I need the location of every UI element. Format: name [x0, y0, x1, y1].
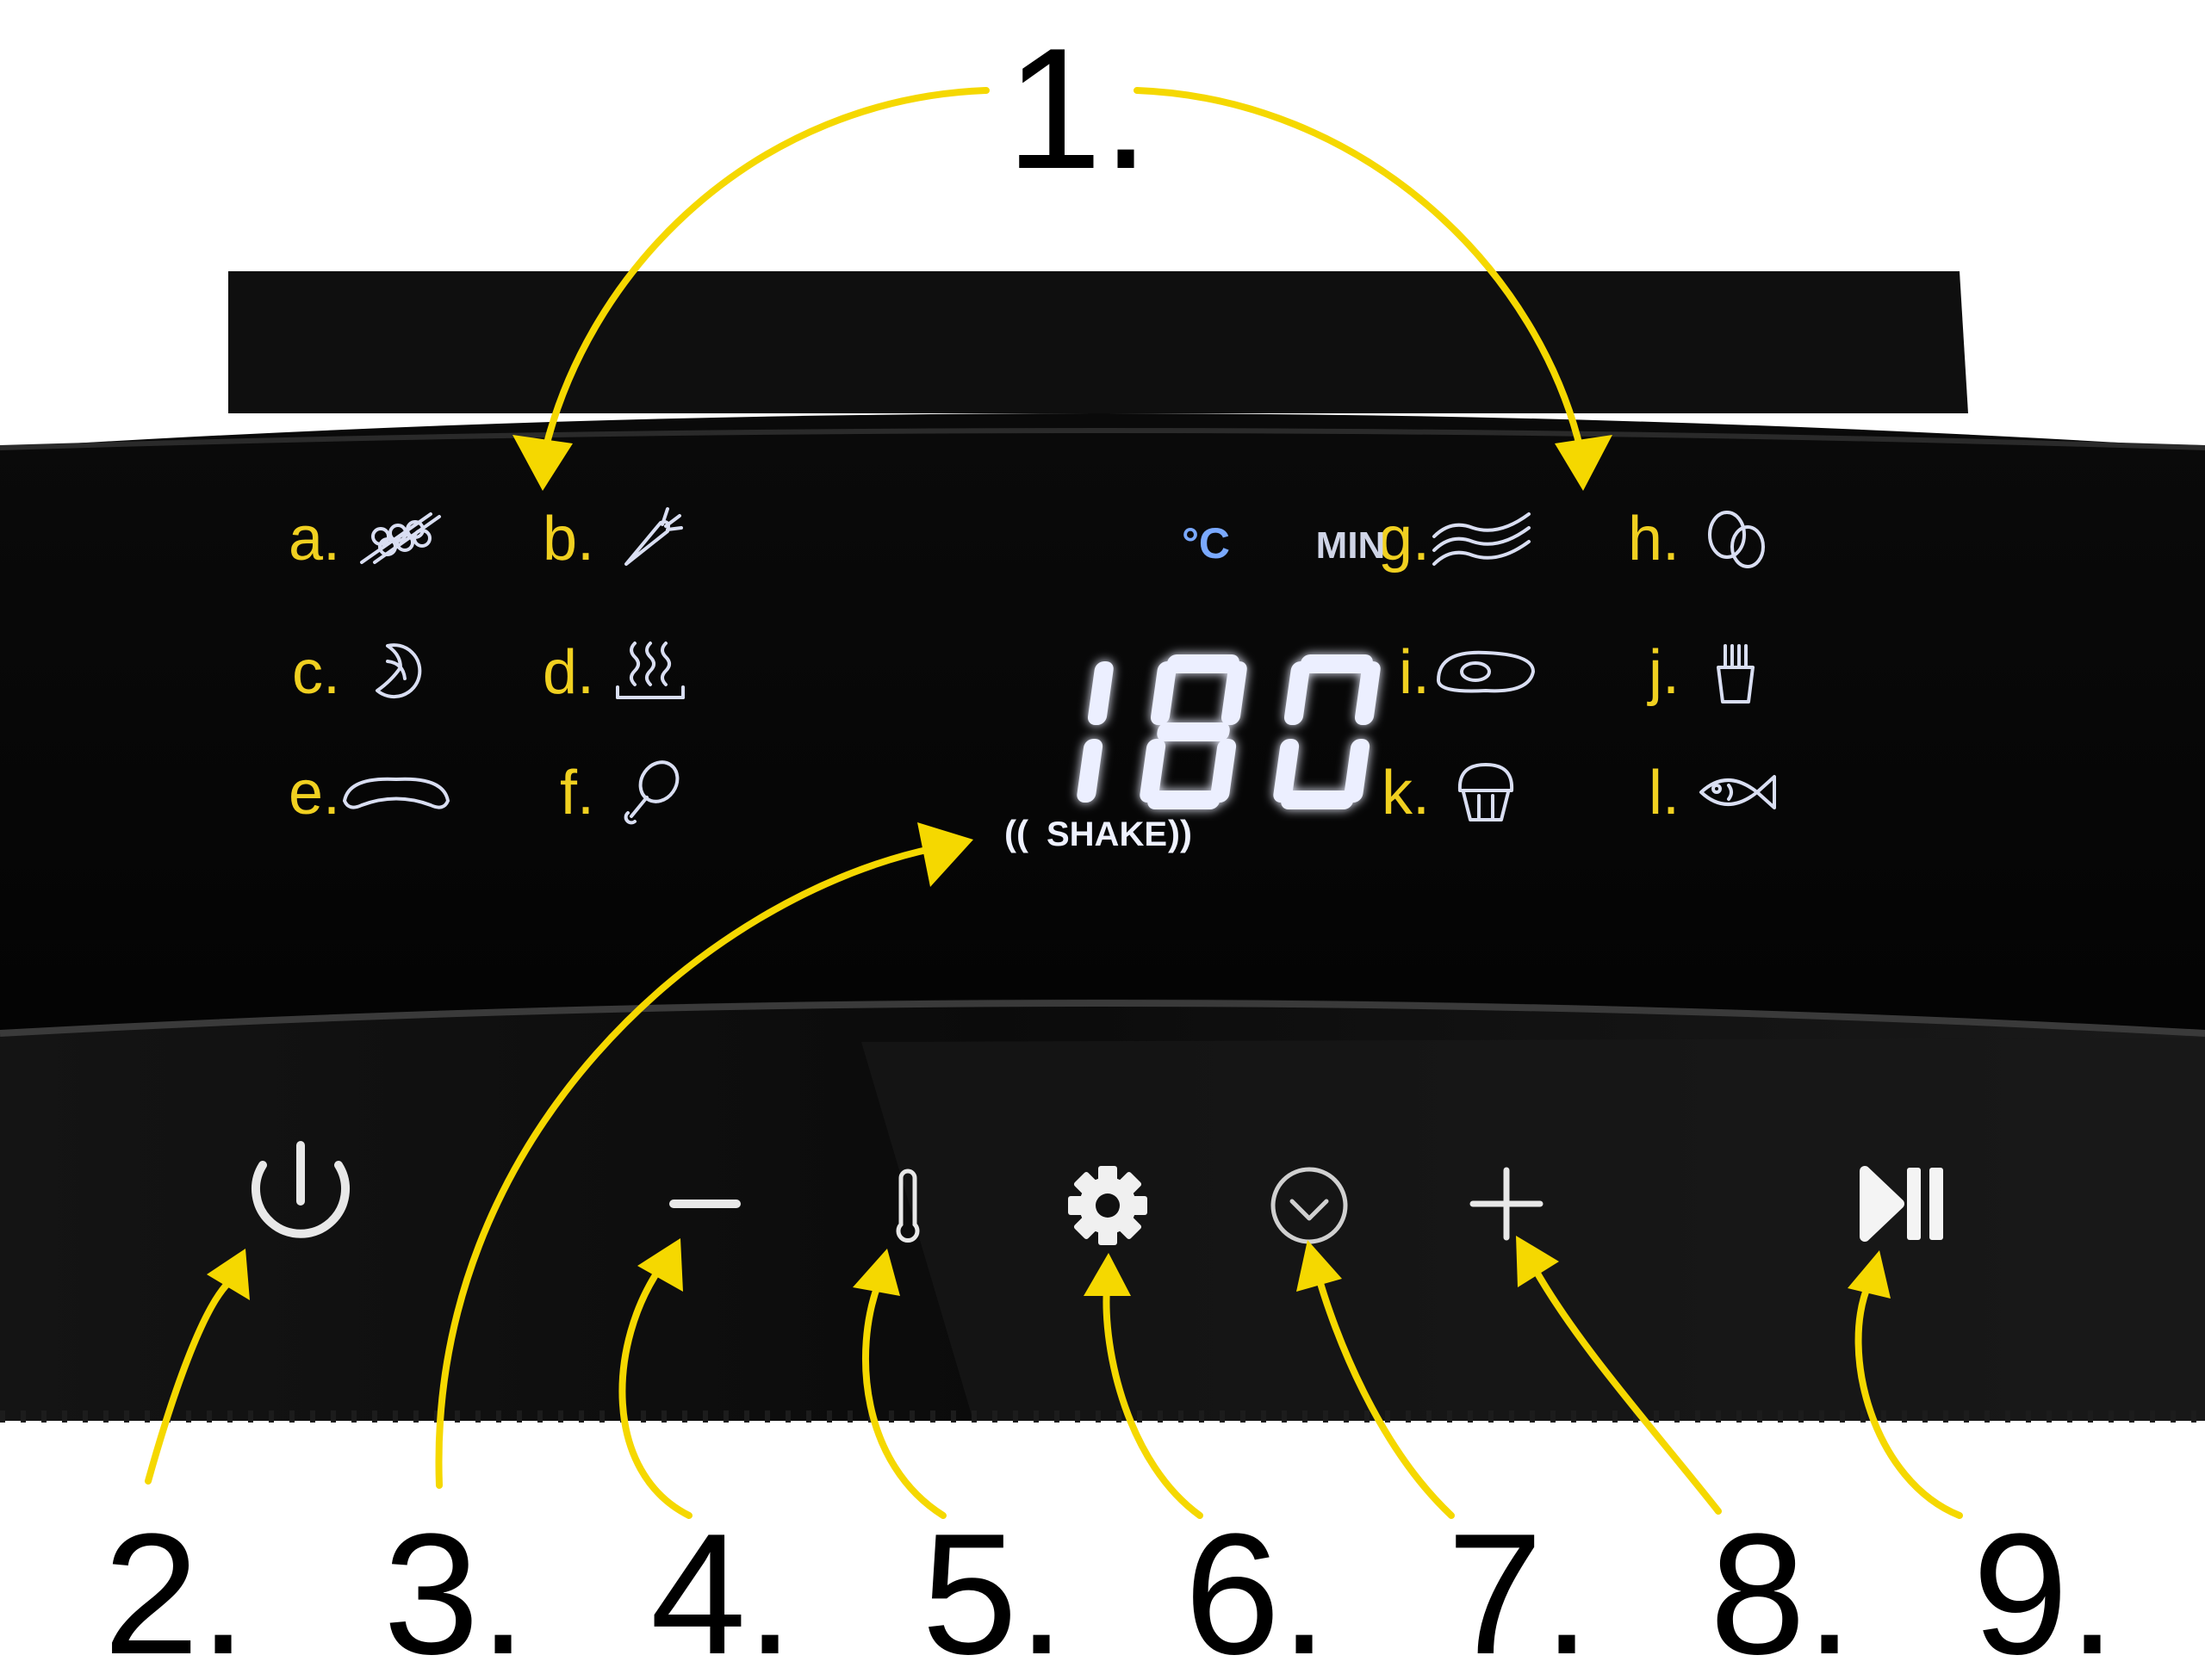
- plus-button[interactable]: [1469, 1167, 1544, 1241]
- plus-icon: [1469, 1167, 1544, 1241]
- preset-fish[interactable]: l.: [1649, 759, 1776, 828]
- segment-a: [1166, 654, 1239, 673]
- shake-indicator-bracket-left: ((: [1004, 813, 1028, 853]
- keep-warm-icon: [616, 642, 685, 699]
- fries-icon: [1717, 644, 1755, 704]
- preset-letter: h.: [1628, 505, 1680, 573]
- segment-f: [1150, 661, 1177, 725]
- preset-letter: a.: [289, 505, 340, 573]
- segment-a: [1300, 654, 1373, 673]
- preset-letter: k.: [1382, 759, 1430, 828]
- digit-1: [1140, 654, 1247, 809]
- temperature-button[interactable]: [896, 1169, 920, 1243]
- segment-e: [1140, 739, 1166, 803]
- segment-c: [1210, 739, 1237, 803]
- callout-5: 5.: [922, 1498, 1065, 1680]
- segment-d: [1147, 790, 1221, 809]
- segment-d: [1281, 790, 1354, 809]
- callout-8: 8.: [1710, 1498, 1854, 1680]
- preset-steak[interactable]: i.: [1399, 638, 1535, 707]
- preset-letter: c.: [292, 638, 340, 707]
- start-pause-button[interactable]: [1860, 1166, 1943, 1242]
- callout-4: 4.: [650, 1498, 794, 1680]
- preset-shrimp[interactable]: c.: [292, 638, 422, 707]
- preset-letter: d.: [543, 638, 594, 707]
- drumstick-icon: [624, 760, 680, 825]
- preset-letter: e.: [289, 759, 340, 828]
- digit-2: [1273, 654, 1381, 809]
- segment-g: [1157, 722, 1230, 741]
- sausage-icon: [343, 777, 450, 809]
- shake-indicator-bracket-right: )): [1168, 813, 1192, 853]
- play-pause-icon: [1860, 1166, 1943, 1242]
- segment-c: [1077, 739, 1103, 803]
- preset-letter: l.: [1649, 759, 1680, 828]
- callout-3: 3.: [383, 1498, 527, 1680]
- clock-icon: [1270, 1167, 1348, 1244]
- carrot-icon: [624, 507, 683, 566]
- preset-bacon[interactable]: g.: [1378, 505, 1531, 573]
- callout-labels: 1. 2. 3. 4. 5. 6. 7. 8. 9.: [103, 13, 2116, 1680]
- timer-button[interactable]: [1270, 1167, 1348, 1244]
- callout-2: 2.: [103, 1498, 247, 1680]
- celsius-label: °C: [1182, 519, 1230, 567]
- minutes-label: MIN: [1316, 524, 1386, 567]
- preset-eggs[interactable]: h.: [1628, 505, 1765, 573]
- control-buttons: [252, 1141, 1943, 1245]
- callout-7: 7.: [1447, 1498, 1591, 1680]
- fish-icon: [1699, 775, 1776, 809]
- settings-button[interactable]: [1068, 1166, 1147, 1245]
- thermometer-icon: [896, 1169, 920, 1243]
- segment-f: [1283, 661, 1310, 725]
- callout-1: 1.: [1006, 13, 1150, 205]
- preset-letter: b.: [543, 505, 594, 573]
- segment-b: [1221, 661, 1247, 725]
- preset-menu: a. b. c. d. e. f. g. h. i. j. k. l.: [289, 505, 1776, 828]
- muffin-icon: [1457, 763, 1514, 821]
- preset-carrot[interactable]: b.: [543, 505, 683, 573]
- steak-icon: [1437, 650, 1535, 693]
- callout-9: 9.: [1972, 1498, 2116, 1680]
- segment-c: [1344, 739, 1370, 803]
- bacon-icon: [1432, 512, 1531, 566]
- skewer-icon: [360, 512, 441, 564]
- segment-b: [1087, 661, 1114, 725]
- gear-icon: [1068, 1166, 1147, 1245]
- annotation-arrows: [145, 87, 1963, 1519]
- preset-letter: f.: [560, 759, 594, 828]
- power-button[interactable]: [252, 1141, 350, 1238]
- preset-sausage[interactable]: e.: [289, 759, 450, 828]
- preset-letter: i.: [1399, 638, 1430, 707]
- segment-b: [1354, 661, 1381, 725]
- digit-0: [1077, 661, 1114, 803]
- preset-muffin[interactable]: k.: [1382, 759, 1514, 828]
- preset-drumstick[interactable]: f.: [560, 755, 685, 828]
- segment-e: [1273, 739, 1300, 803]
- shrimp-icon: [376, 643, 422, 699]
- lcd-display: °C MIN (( SHAKE )): [1004, 519, 1385, 853]
- preset-fries[interactable]: j.: [1647, 638, 1755, 707]
- preset-skewer[interactable]: a.: [289, 505, 441, 573]
- preset-letter: j.: [1647, 638, 1680, 707]
- power-icon: [252, 1141, 350, 1238]
- preset-keep-warm[interactable]: d.: [543, 638, 685, 707]
- temperature-readout: [1077, 654, 1381, 809]
- callout-6: 6.: [1184, 1498, 1328, 1680]
- shake-indicator: SHAKE: [1047, 815, 1167, 853]
- preset-letter: g.: [1378, 505, 1430, 573]
- eggs-icon: [1708, 511, 1765, 568]
